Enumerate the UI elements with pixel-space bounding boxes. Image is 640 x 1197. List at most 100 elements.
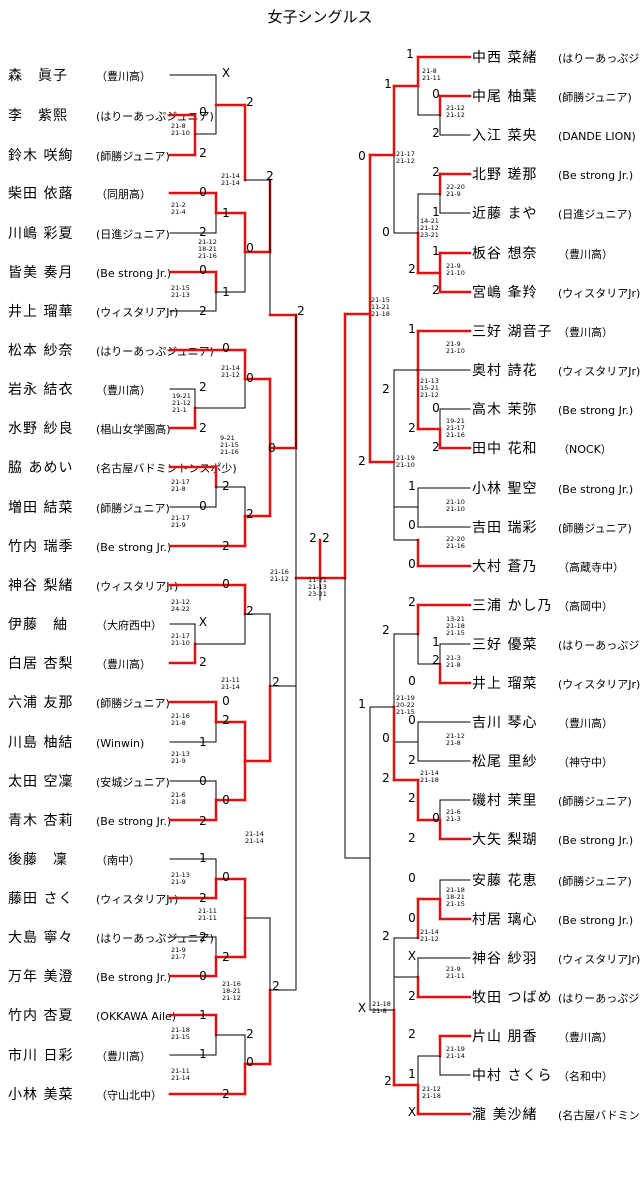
game-score: 23-21: [420, 231, 439, 239]
game-score: 21-15: [446, 629, 465, 637]
match-result: 2: [432, 653, 440, 667]
match-result: 0: [222, 577, 230, 591]
player-team: （同朋高）: [96, 187, 151, 201]
game-score: 21-18: [371, 310, 390, 318]
game-score: 21-16: [171, 712, 190, 720]
player-team: (ウィスタリアJr): [558, 287, 640, 300]
player-name: 近藤 まや: [472, 206, 537, 222]
player-team: （豊川高）: [96, 657, 151, 671]
game-score: 21-9: [446, 190, 461, 198]
game-score: 21-8: [171, 798, 186, 806]
match-result: 0: [408, 557, 416, 571]
player-team: （豊川高）: [558, 325, 613, 339]
game-score: 21-6: [171, 791, 186, 799]
game-score: 21-14: [446, 1052, 465, 1060]
page-title: 女子シングルス: [267, 8, 373, 26]
match-result: 2: [382, 771, 390, 785]
player-team: (ウィスタリアJr): [558, 365, 640, 378]
game-score: 21-10: [446, 498, 465, 506]
game-score: 21-9: [171, 878, 186, 886]
match-result: 2: [382, 929, 390, 943]
match-result: 1: [199, 1047, 207, 1061]
player-name: 北野 瑳那: [472, 167, 537, 183]
player-team: （豊川高）: [558, 1030, 613, 1044]
game-score: 21-12: [420, 391, 439, 399]
game-score: 21-12: [172, 399, 191, 407]
game-score: 24-22: [171, 605, 190, 613]
match-result: 2: [199, 380, 207, 394]
game-score: 21-12: [420, 935, 439, 943]
match-result: 0: [199, 969, 207, 983]
game-score: 21-12: [171, 598, 190, 606]
player-name: 大島 寧々: [8, 929, 73, 946]
player-name: 安藤 花恵: [472, 873, 537, 889]
game-score: 21-10: [446, 505, 465, 513]
game-score: 21-17: [171, 478, 190, 486]
player-name: 脇 あめい: [8, 460, 73, 476]
match-result: X: [222, 66, 230, 80]
player-name: 大矢 梨瑚: [472, 832, 537, 848]
player-team: （NOCK）: [558, 443, 612, 456]
player-name: 奥村 詩花: [472, 362, 537, 379]
match-result: 0: [246, 371, 254, 385]
player-team: (Be strong Jr.): [96, 267, 171, 280]
match-result: 1: [408, 322, 416, 336]
match-result: 2: [408, 989, 416, 1003]
match-result: 1: [199, 1008, 207, 1022]
player-name: 村居 璃心: [472, 911, 537, 928]
game-score: 21-12: [446, 111, 465, 119]
game-score: 21-13: [171, 750, 190, 758]
match-result: 2: [199, 655, 207, 669]
match-result: X: [408, 1105, 416, 1119]
match-result: 2: [432, 126, 440, 140]
match-result: 2: [408, 1027, 416, 1041]
game-score: 20-22: [396, 701, 415, 709]
player-team: (師勝ジュニア): [96, 149, 170, 163]
match-result: 1: [199, 851, 207, 865]
player-team: (師勝ジュニア): [558, 794, 632, 808]
match-result: 0: [408, 518, 416, 532]
player-name: 松本 紗奈: [8, 343, 73, 359]
player-team: （豊川高）: [558, 247, 613, 261]
match-result: 2: [222, 479, 230, 493]
game-score: 21-15: [220, 441, 239, 449]
game-score: 21-10: [446, 347, 465, 355]
player-name: 川島 柚結: [8, 735, 73, 751]
match-result: 2: [246, 507, 254, 521]
match-result: 2: [246, 1027, 254, 1041]
game-score: 21-10: [396, 461, 415, 469]
game-score: 21-15: [396, 708, 415, 716]
match-result: 0: [222, 793, 230, 807]
player-team: (師勝ジュニア): [558, 90, 632, 104]
game-score: 21-3: [446, 654, 461, 662]
match-result: 2: [272, 675, 280, 689]
match-result: 2: [432, 165, 440, 179]
match-result: 0: [408, 713, 416, 727]
player-team: (安城ジュニア): [96, 775, 170, 789]
game-score: 21-8: [446, 661, 461, 669]
game-score: 21-12: [422, 1085, 441, 1093]
match-result: 1: [199, 735, 207, 749]
player-name: 岩永 結衣: [8, 382, 73, 398]
player-name: 藤田 さく: [8, 891, 73, 907]
game-score: 21-14: [221, 179, 240, 187]
game-score: 21-16: [446, 431, 465, 439]
match-result: 1: [432, 244, 440, 258]
player-name: 竹内 杏夏: [8, 1008, 73, 1024]
game-score: 21-11: [198, 914, 217, 922]
game-score: 21-2: [171, 201, 186, 209]
match-result: 2: [266, 169, 274, 183]
player-team: (はりーあっぷジュニア): [96, 110, 214, 123]
match-result: 0: [358, 149, 366, 163]
game-score: 21-9: [446, 262, 461, 270]
match-result: 2: [199, 421, 207, 435]
player-team: (名古屋バドミントンスポ少): [558, 1108, 640, 1122]
match-result: 2: [222, 1087, 230, 1101]
player-name: 太田 空凜: [8, 774, 73, 790]
game-score: 21-14: [420, 928, 439, 936]
game-score: 21-17: [171, 514, 190, 522]
game-score: 21-8: [171, 122, 186, 130]
game-score: 21-14: [245, 830, 264, 838]
game-score: 21-10: [171, 129, 190, 137]
player-name: 青木 杏莉: [8, 813, 73, 829]
